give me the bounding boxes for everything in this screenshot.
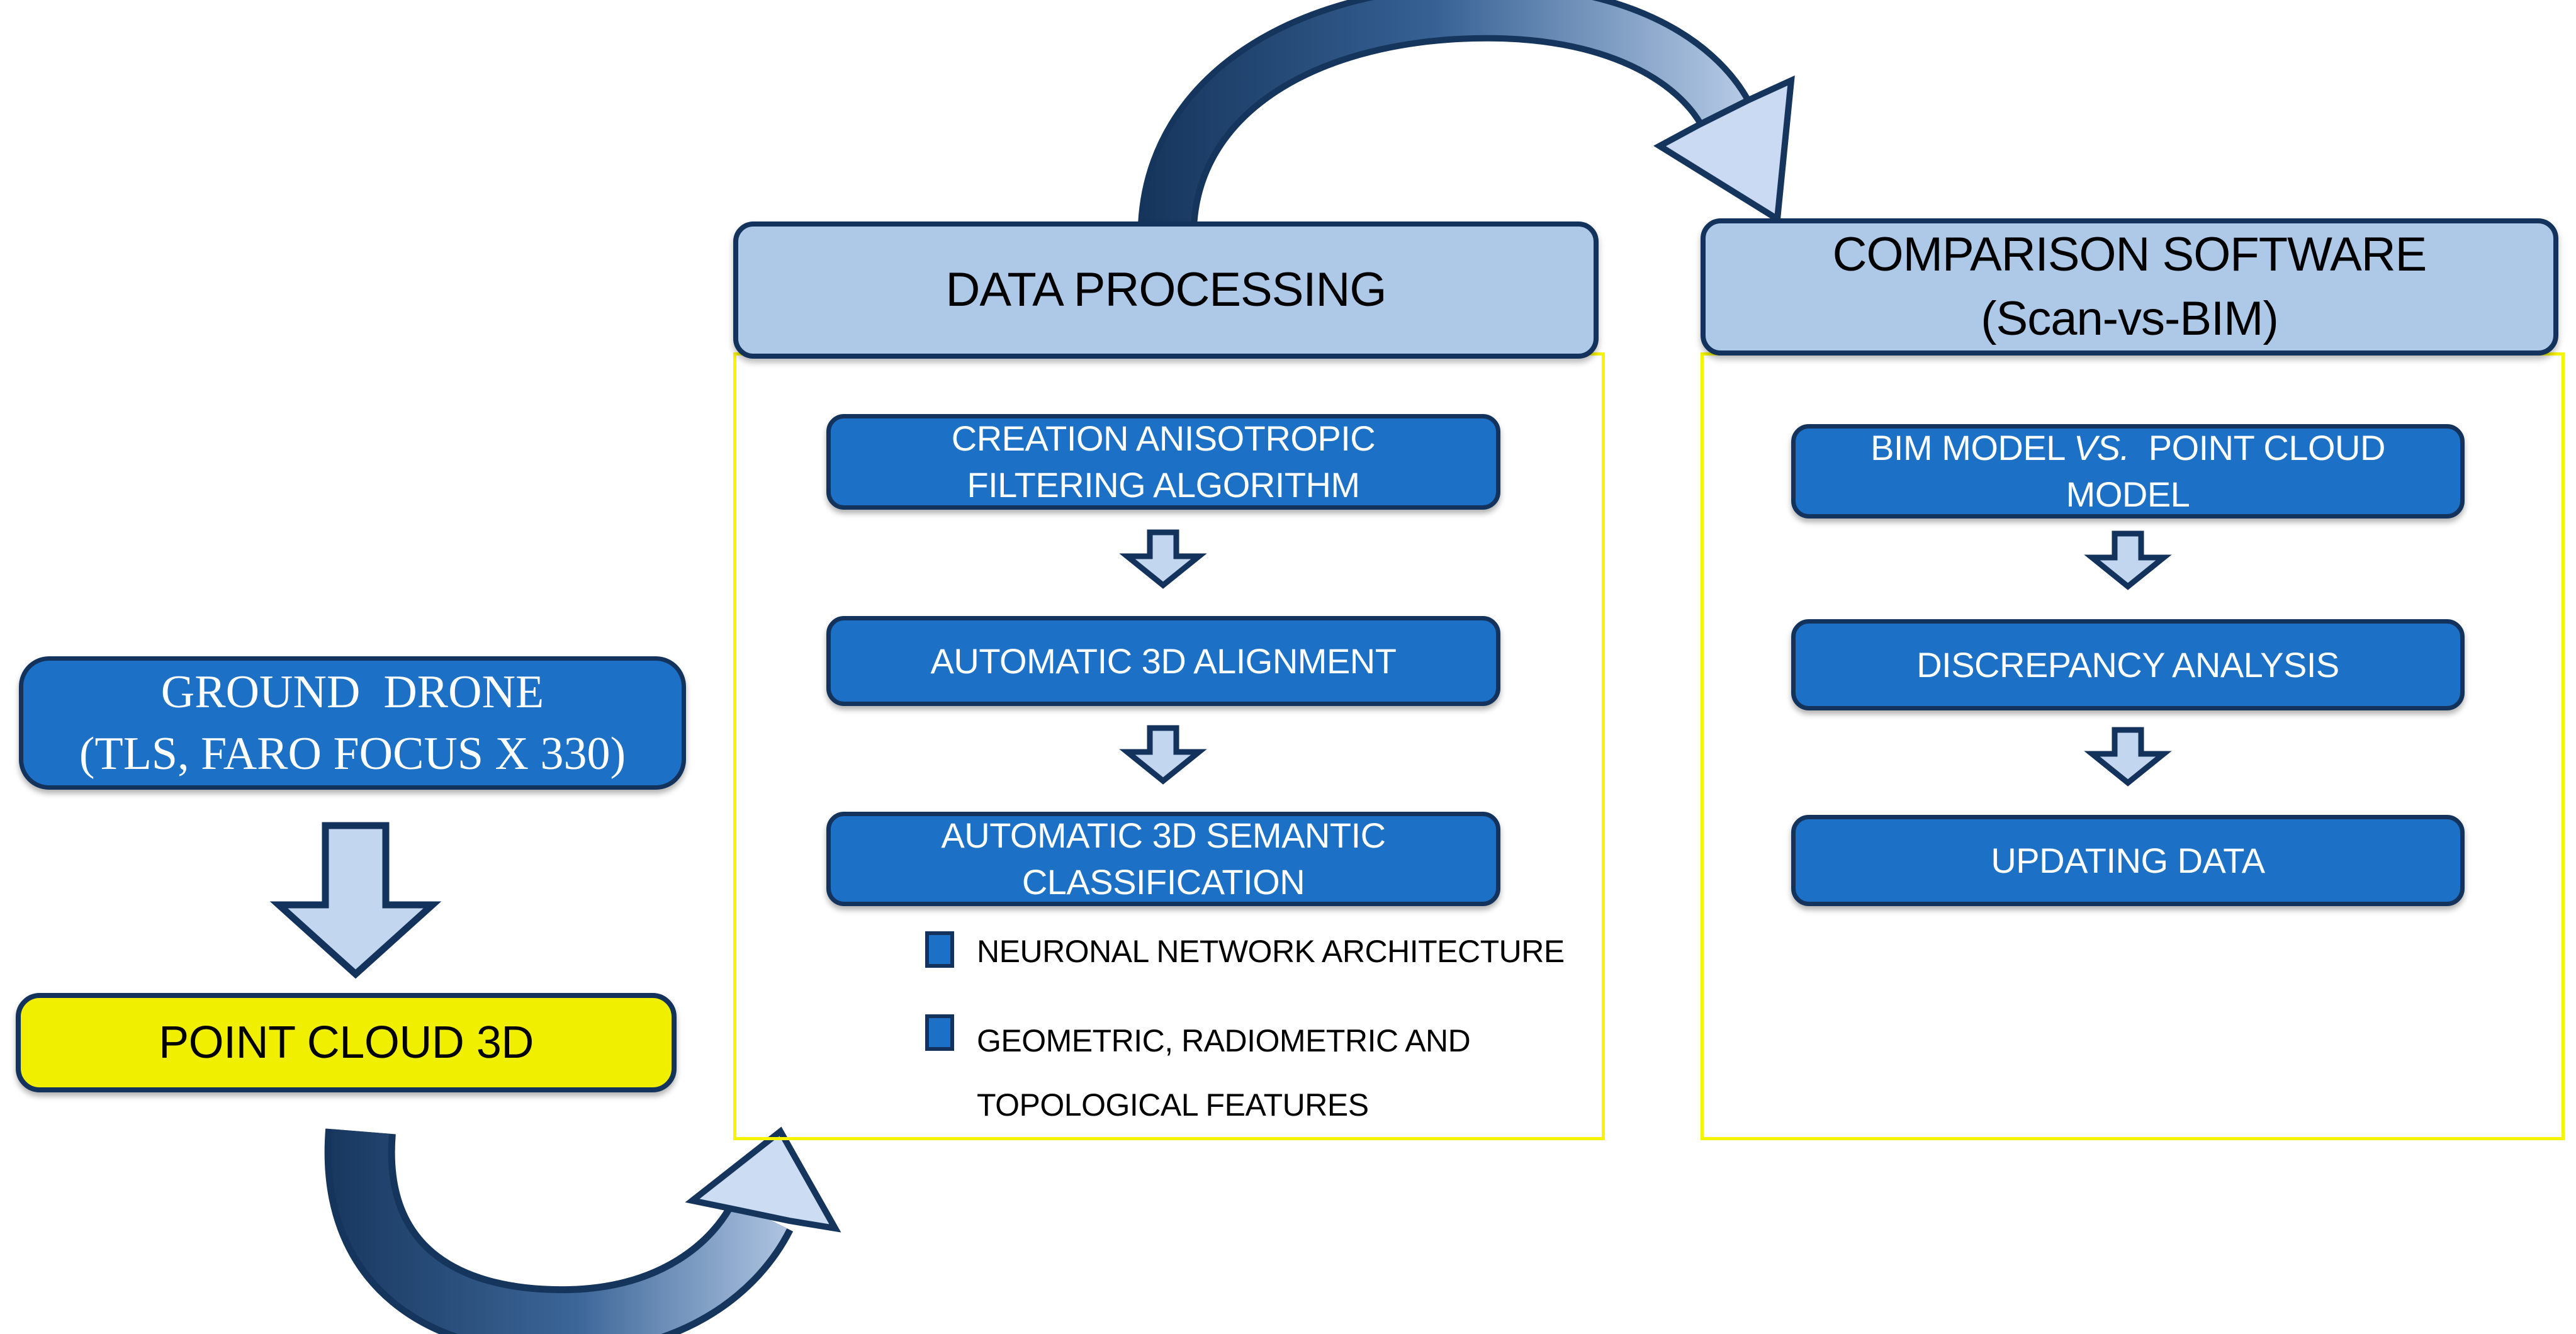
- comparison-header: COMPARISON SOFTWARE (Scan-vs-BIM): [1701, 218, 2558, 356]
- step-text: FILTERING ALGORITHM: [967, 465, 1360, 505]
- comparison-title-line2: (Scan-vs-BIM): [1981, 292, 2279, 345]
- curved-arrow-top-head: [1653, 75, 1795, 225]
- step-bim-vs-pointcloud: BIM MODEL VS. POINT CLOUD MODEL: [1791, 424, 2465, 518]
- step-updating-data: UPDATING DATA: [1791, 815, 2465, 906]
- step-text: AUTOMATIC 3D ALIGNMENT: [930, 641, 1397, 681]
- down-arrow-ground-to-pointcloud: [269, 822, 442, 979]
- point-cloud-label: POINT CLOUD 3D: [159, 1017, 534, 1068]
- curved-arrow-bottom-band: [331, 1129, 787, 1334]
- step-text: CLASSIFICATION: [1021, 862, 1305, 902]
- step-text: BIM MODEL VS. POINT CLOUD: [1870, 425, 2385, 471]
- ground-drone-line2: (TLS, FARO FOCUS X 330): [79, 728, 626, 780]
- step-discrepancy-analysis: DISCREPANCY ANALYSIS: [1791, 619, 2465, 710]
- comparison-title-line1: COMPARISON SOFTWARE: [1832, 228, 2427, 281]
- point-cloud-box: POINT CLOUD 3D: [16, 993, 677, 1092]
- legend-swatch-icon: [925, 931, 954, 968]
- step-text-part: BIM MODEL: [1870, 428, 2074, 468]
- step-automatic-3d-semantic-classification: AUTOMATIC 3D SEMANTIC CLASSIFICATION: [826, 812, 1500, 906]
- step-text: DISCREPANCY ANALYSIS: [1916, 644, 2339, 685]
- legend-geometric-radiometric-line2: TOPOLOGICAL FEATURES: [977, 1087, 1369, 1123]
- curved-arrow-top-band: [1144, 0, 1746, 226]
- curved-arrow-bottom-outline: [324, 1128, 794, 1334]
- data-processing-title: DATA PROCESSING: [945, 263, 1386, 317]
- step-automatic-3d-alignment: AUTOMATIC 3D ALIGNMENT: [826, 616, 1500, 706]
- step-text: UPDATING DATA: [1991, 840, 2265, 880]
- step-text: MODEL: [2066, 474, 2190, 514]
- curved-arrow-top-outline: [1138, 0, 1752, 228]
- curved-arrow-bottom: [324, 1126, 841, 1334]
- step-text-part: POINT CLOUD: [2129, 428, 2386, 468]
- step-creation-anisotropic-filtering: CREATION ANISOTROPIC FILTERING ALGORITHM: [826, 414, 1500, 510]
- legend-geometric-radiometric-line1: GEOMETRIC, RADIOMETRIC AND: [977, 1023, 1471, 1058]
- ground-drone-box: GROUND DRONE (TLS, FARO FOCUS X 330): [19, 656, 686, 790]
- step-text: CREATION ANISOTROPIC: [951, 418, 1376, 458]
- curved-arrow-top: [1138, 0, 1795, 228]
- curved-arrow-bottom-head: [685, 1126, 841, 1233]
- vs-italic: VS.: [2073, 428, 2130, 468]
- data-processing-header: DATA PROCESSING: [733, 221, 1599, 359]
- legend-swatch-icon: [925, 1014, 954, 1051]
- ground-drone-line1: GROUND DRONE: [160, 666, 544, 718]
- step-text: AUTOMATIC 3D SEMANTIC: [941, 816, 1386, 855]
- legend-neuronal-network: NEURONAL NETWORK ARCHITECTURE: [977, 934, 1565, 969]
